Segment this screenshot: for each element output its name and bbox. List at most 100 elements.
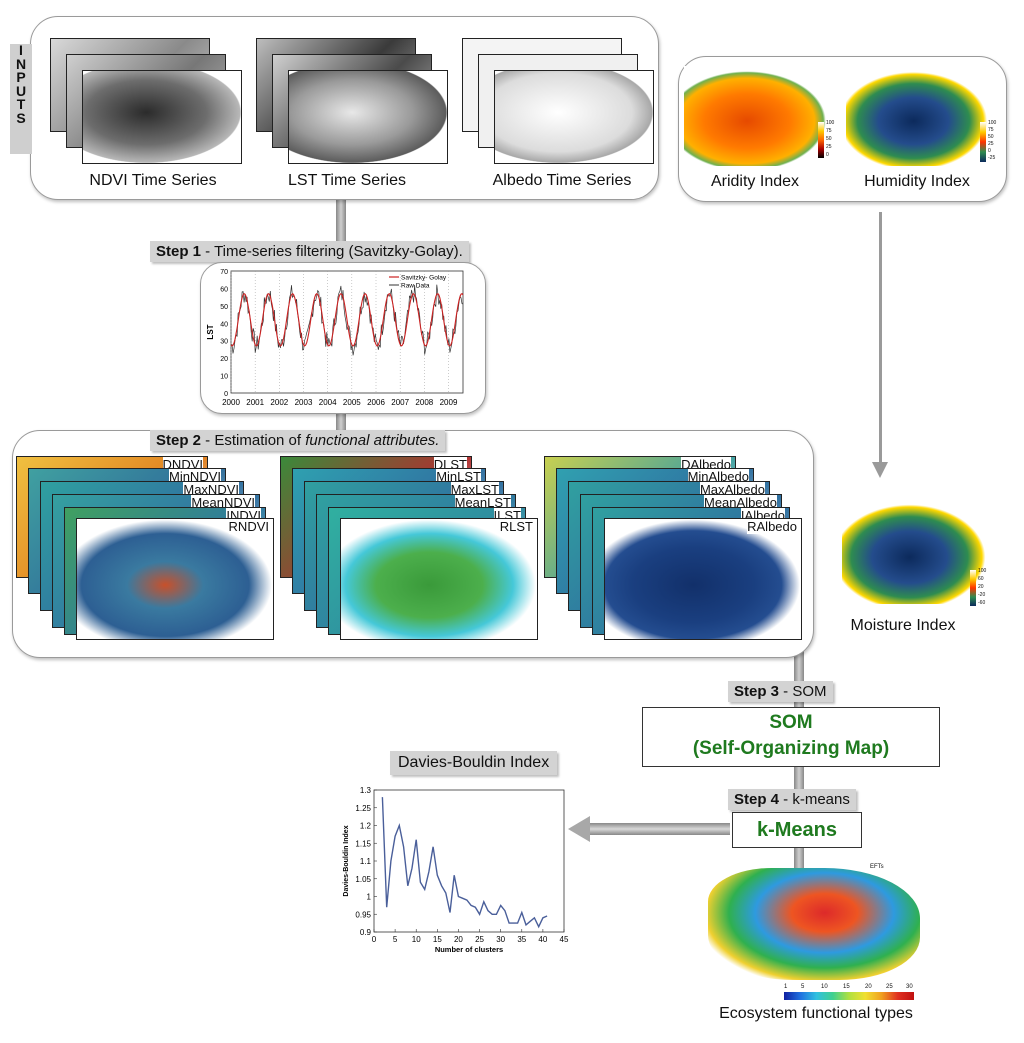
som-box: SOM (Self-Organizing Map) [642,707,940,767]
eft-caption: Ecosystem functional types [719,1005,913,1022]
lst-y-tick-label: 0 [224,391,228,398]
eft-colorbar-tick: 5 [801,984,805,990]
lst-legend-label: Raw Data [401,283,430,290]
db-x-tick-label: 35 [517,935,526,944]
eft-colorbar-ticks: 1 5 10 15 20 25 30 [782,984,916,992]
db-y-tick-label: 1.2 [360,822,372,831]
eft-colorbar-tick: 1 [784,984,788,990]
db-x-tick-label: 40 [538,935,547,944]
eft-colorbar-tick: 30 [906,984,913,990]
ndvi-attr-label: RNDVI [228,519,269,534]
aridity-map [684,66,834,166]
connector-som-to-step4 [794,764,804,792]
lst-y-tick-label: 40 [220,321,228,328]
aridity-legend-tick: 25 [826,144,832,150]
albedo-attr-label: MeanAlbedo [704,495,777,510]
aridity-colorbar [818,122,824,158]
db-title: Davies-Bouldin Index [390,751,558,775]
humidity-map [846,66,996,166]
albedo-attr-label: RAlbedo [747,519,797,534]
db-y-tick-label: 0.9 [360,928,372,937]
moisture-legend-tick: -60 [978,600,986,606]
lst-attr-label: MeanLST [454,495,511,510]
db-y-tick-label: 1.3 [360,786,372,795]
eft-map: EFTs [700,862,932,1004]
eft-colorbar-tick: 15 [843,984,850,990]
db-y-tick-label: 1.05 [355,875,371,884]
step-3-label: Step 3 - SOM [728,681,833,702]
inputs-letter: I [19,42,23,58]
step-2-number: Step 2 [156,432,202,449]
humidity-legend-tick: -25 [988,155,996,161]
arrow-head-left [568,816,590,842]
arrow-head-down [872,462,888,478]
inputs-letter: S [16,109,26,126]
db-y-tick-label: 1.15 [355,839,371,848]
lst-x-tick-label: 2000 [222,398,240,407]
connector-inputs-to-step1 [336,198,346,242]
moisture-legend-tick: 60 [978,576,984,582]
humidity-caption: Humidity Index [864,173,970,190]
lst-y-axis-label: LST [206,324,215,339]
inputs-letter: T [16,96,26,112]
lst-y-tick-label: 70 [220,269,228,276]
db-y-tick-label: 1 [367,893,372,902]
db-x-tick-label: 25 [475,935,484,944]
eft-colorbar-tick: 20 [865,984,872,990]
ndvi-attr-frame: RNDVI [76,518,274,640]
lst-y-tick-label: 60 [220,286,228,293]
connector-kmeans-to-eft [794,848,804,868]
db-x-axis-label: Number of clusters [435,945,503,954]
ndvi-caption: NDVI Time Series [89,172,217,189]
lst-x-tick-label: 2002 [270,398,288,407]
lst-attr-label: RLST [499,519,533,534]
db-x-tick-label: 5 [393,935,398,944]
step-2-text: - Estimation of [201,432,306,449]
ndvi-attr-label: MaxNDVI [183,482,239,497]
kmeans-box: k-Means [732,812,862,848]
lst-x-tick-label: 2004 [319,398,337,407]
humidity-legend: 100 75 50 25 0 -25 [980,120,1004,164]
step-2-label: Step 2 - Estimation of functional attrib… [150,430,446,451]
db-x-tick-label: 0 [372,935,377,944]
aridity-legend: 100 75 50 25 0 [818,120,842,160]
inputs-letter: N [15,55,27,72]
aridity-legend-tick: 100 [826,120,835,126]
db-x-tick-label: 20 [454,935,463,944]
db-y-tick-label: 1.25 [355,804,371,813]
eft-map-area [708,868,920,980]
lst-attr-label: MaxLST [450,482,499,497]
som-subtitle: (Self-Organizing Map) [692,738,890,759]
lst-x-tick-label: 2006 [367,398,385,407]
albedo-frame [494,70,654,164]
db-y-tick-label: 1.1 [360,857,372,866]
db-y-tick-label: 0.95 [355,910,371,919]
moisture-caption: Moisture Index [850,617,956,634]
aridity-legend-tick: 0 [826,152,829,158]
moisture-colorbar [970,570,976,606]
humidity-colorbar [980,122,986,162]
som-title: SOM [769,712,813,733]
lst-x-tick-label: 2005 [343,398,361,407]
step-3-text: - SOM [779,683,827,700]
db-x-tick-label: 45 [560,935,569,944]
moisture-map [842,500,992,604]
db-plot-area [373,789,565,933]
step-3-number: Step 3 [734,683,780,700]
humidity-legend-tick: 0 [988,148,991,154]
inputs-letter: U [15,82,27,99]
lst-frame [288,70,448,164]
moisture-legend-tick: 20 [978,584,984,590]
lst-y-tick-label: 20 [220,356,228,363]
albedo-attr-label: MinAlbedo [687,469,749,484]
albedo-attr-label: MaxAlbedo [699,482,765,497]
aridity-caption: Aridity Index [710,173,800,190]
db-y-axis-label: Davies-Bouldin Index [343,825,350,896]
step-1-text: - Time-series filtering (Savitzky-Golay)… [201,243,463,260]
inputs-vertical-label: I N P U T S [10,42,32,154]
arrow-indices-to-moisture [879,212,882,464]
lst-y-tick-label: 10 [220,374,228,381]
lst-x-tick-label: 2001 [246,398,264,407]
step-2-italic: functional attributes. [305,432,440,449]
